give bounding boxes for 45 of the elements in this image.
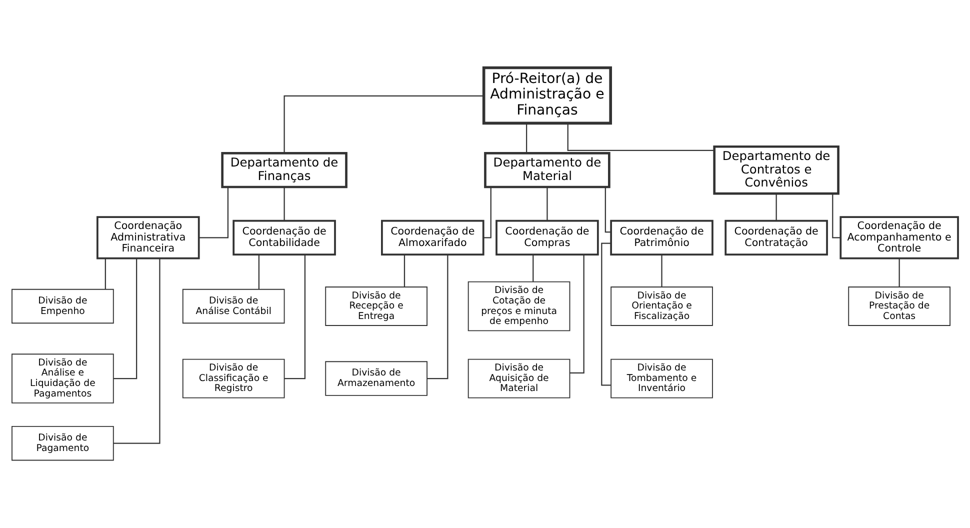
connector	[832, 194, 841, 238]
connector	[284, 187, 285, 220]
connector	[404, 254, 406, 287]
connector	[601, 242, 611, 386]
node-box: Departamento de Contratos e Convênios	[713, 145, 840, 195]
node-box: Divisão de Análise e Liquidação de Pagamentos	[12, 354, 114, 404]
connector	[258, 254, 260, 290]
connector	[532, 254, 534, 282]
connector	[526, 123, 528, 153]
connector	[898, 258, 900, 287]
connector	[776, 194, 777, 221]
node-box: Divisão de Classificação e Registro	[182, 358, 285, 398]
node-box: Divisão de Armazenamento	[325, 361, 428, 396]
connector	[114, 258, 138, 380]
connector	[546, 187, 548, 220]
node-box: Coordenação de Almoxarifado	[381, 220, 484, 256]
connector	[661, 254, 662, 287]
connector	[114, 258, 160, 444]
node-box: Departamento de Material	[484, 152, 610, 188]
node-box: Coordenação de Compras	[496, 220, 599, 256]
connector	[567, 123, 714, 151]
node-box: Departamento de Finanças	[221, 152, 348, 188]
node-box: Coordenação Administrativa Financeira	[96, 216, 200, 260]
connector	[199, 187, 229, 238]
connector	[484, 187, 492, 238]
node-box: Coordenação de Contabilidade	[232, 220, 336, 256]
connector	[570, 254, 584, 374]
node-box: Coordenação de Contratação	[724, 220, 828, 256]
node-box: Coordenação de Acompanhamento e Controle	[840, 216, 959, 260]
connector	[284, 95, 484, 153]
connector	[284, 254, 306, 380]
node-box: Divisão de Recepção e Entrega	[325, 286, 428, 326]
node-box: Coordenação de Patrimônio	[610, 220, 714, 256]
node-box: Divisão de Prestação de Contas	[848, 286, 950, 326]
node-box: Divisão de Pagamento	[12, 426, 114, 461]
connector	[427, 254, 448, 380]
connector	[104, 258, 106, 290]
node-box: Divisão de Tombamento e Inventário	[610, 358, 713, 398]
node-box: Divisão de Aquisição de Material	[468, 358, 570, 398]
node-box: Divisão de Empenho	[12, 288, 114, 324]
node-box: Divisão de Análise Contábil	[182, 288, 285, 324]
connector	[604, 187, 612, 233]
node-box: Divisão de Orientação e Fiscalização	[610, 286, 713, 326]
node-box: Pró-Reitor(a) de Administração e Finanças	[482, 66, 612, 125]
node-box: Divisão de Cotação de preços e minuta de empenho	[468, 281, 570, 332]
